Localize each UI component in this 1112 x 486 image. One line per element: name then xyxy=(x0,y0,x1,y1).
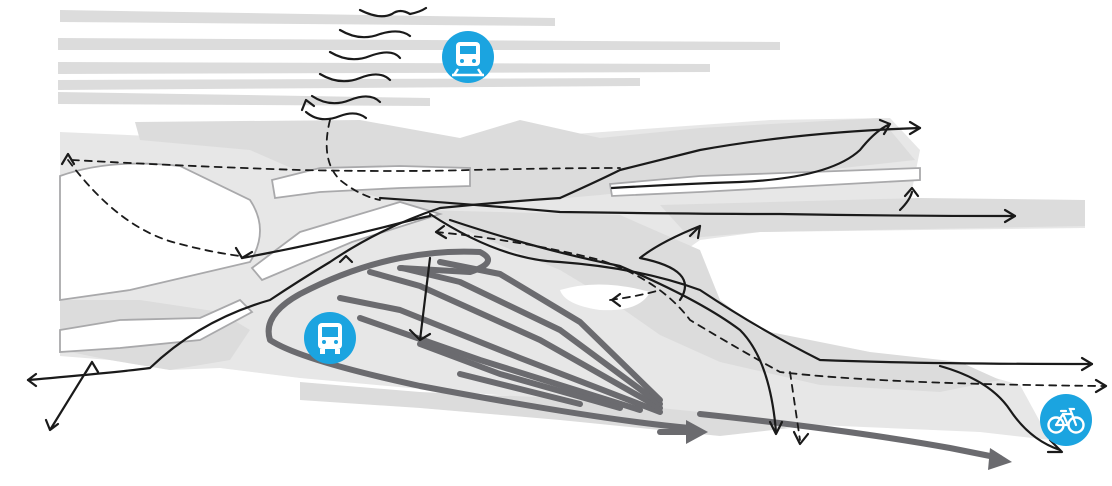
bus-icon xyxy=(304,312,356,364)
bicycle-icon xyxy=(1040,394,1092,446)
train-icon xyxy=(442,31,494,83)
rail-tracks xyxy=(58,10,780,106)
station-access-arrows xyxy=(300,6,428,121)
secondary-paths xyxy=(60,119,1108,446)
pedestrian-paths xyxy=(26,118,1094,454)
bus-routes xyxy=(265,248,1012,470)
